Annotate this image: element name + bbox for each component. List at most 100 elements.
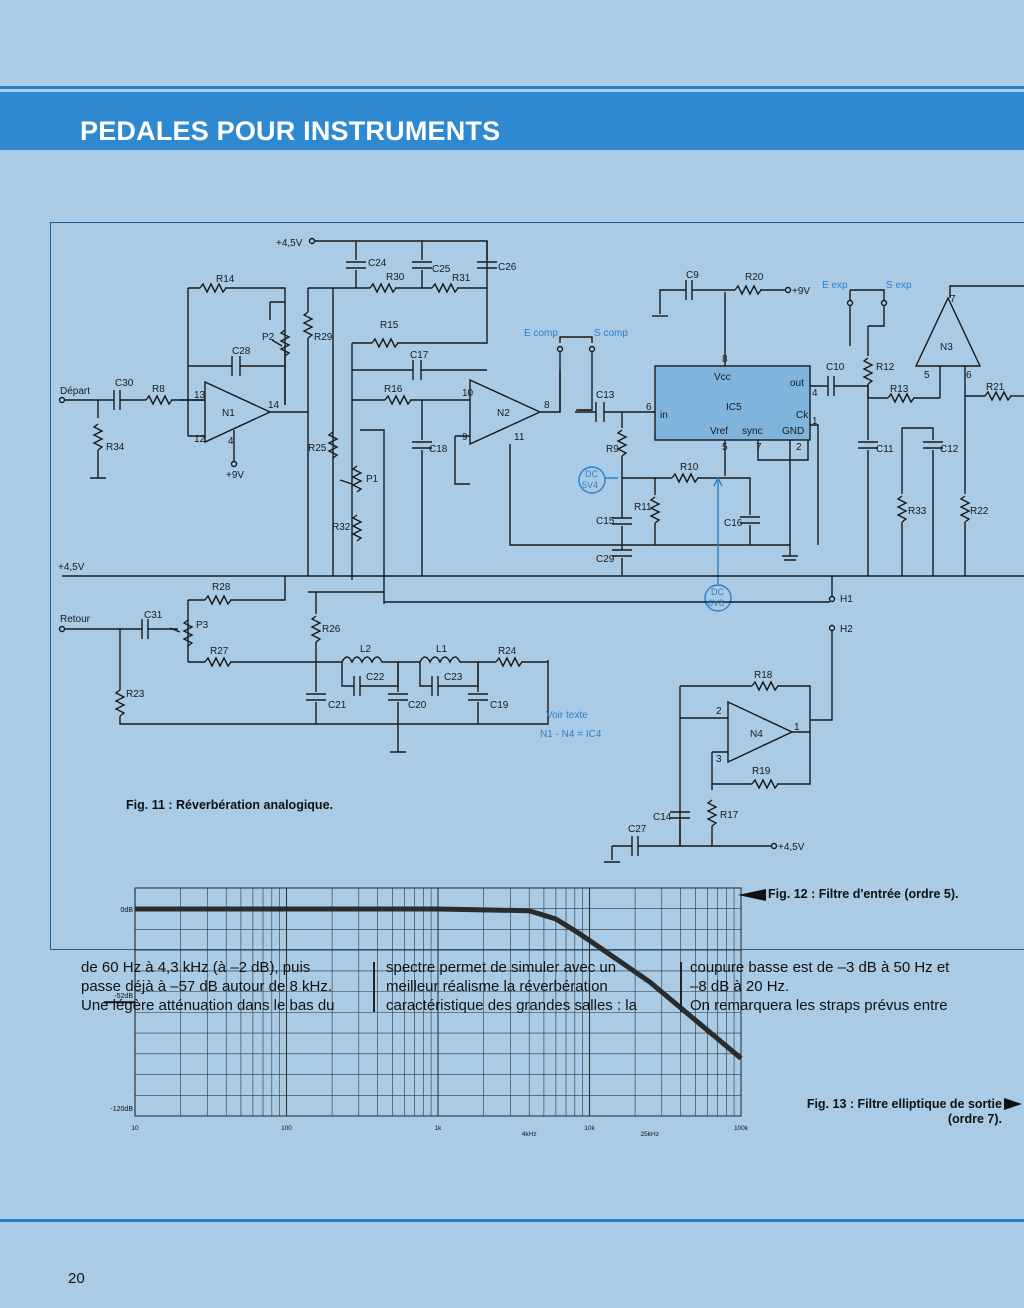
label-voir-texte: Voir texte bbox=[546, 710, 588, 721]
label-c19: C19 bbox=[490, 700, 509, 711]
label-pin-4-ic: 4 bbox=[812, 388, 818, 399]
label-pin-3-n4: 3 bbox=[716, 754, 722, 765]
fig12-caption: Fig. 12 : Filtre d'entrée (ordre 5). bbox=[738, 887, 959, 902]
label-pin-1-ic: 1 bbox=[812, 416, 818, 427]
fig11-caption: Fig. 11 : Réverbération analogique. bbox=[126, 798, 333, 812]
label-r30: R30 bbox=[386, 272, 405, 283]
label-pin-7-n3: 7 bbox=[950, 294, 956, 305]
label-r21: R21 bbox=[986, 382, 1005, 393]
label-n1: N1 bbox=[222, 408, 235, 419]
fig13-arrow bbox=[1004, 1098, 1022, 1110]
label-c14: C14 bbox=[653, 812, 672, 823]
label-pin-13: 13 bbox=[194, 390, 206, 401]
label-v45-top: +4,5V bbox=[276, 238, 303, 249]
label-pin-11: 11 bbox=[514, 432, 525, 443]
label-r20: R20 bbox=[745, 272, 764, 283]
label-n4: N4 bbox=[750, 729, 763, 740]
label-v45-mid: +4,5V bbox=[58, 562, 85, 573]
label-v45-bottom: +4,5V bbox=[778, 842, 805, 853]
label-dc-5v4-a: DC bbox=[585, 469, 598, 479]
label-c23: C23 bbox=[444, 672, 463, 683]
label-c20: C20 bbox=[408, 700, 427, 711]
label-c13: C13 bbox=[596, 390, 615, 401]
label-pin-6-n3: 6 bbox=[966, 370, 972, 381]
label-r24: R24 bbox=[498, 646, 517, 657]
label-vcc: Vcc bbox=[714, 372, 731, 383]
body-column-3: coupure basse est de –3 dB à 50 Hz et–8 … bbox=[690, 959, 950, 1014]
label-gnd: GND bbox=[782, 426, 804, 437]
label-r17: R17 bbox=[720, 810, 739, 821]
fig13-caption: Fig. 13 : Filtre elliptique de sortie (o… bbox=[806, 1097, 1002, 1126]
x-tick-label: 4kHz bbox=[522, 1131, 537, 1138]
label-r29: R29 bbox=[314, 332, 333, 343]
label-depart: Départ bbox=[60, 386, 90, 397]
label-c29: C29 bbox=[596, 554, 615, 565]
label-r22: R22 bbox=[970, 506, 989, 517]
label-pin-10: 10 bbox=[462, 388, 474, 399]
label-r13: R13 bbox=[890, 384, 909, 395]
label-r26: R26 bbox=[322, 624, 341, 635]
y-tick-label: -120dB bbox=[110, 1106, 133, 1113]
label-pin-9: 9 bbox=[462, 432, 468, 443]
label-s-exp: S exp bbox=[886, 280, 912, 291]
x-tick-label: 10k bbox=[584, 1125, 595, 1132]
label-in: in bbox=[660, 410, 668, 421]
label-c11: C11 bbox=[876, 444, 894, 455]
label-c10: C10 bbox=[826, 362, 845, 373]
column-rule-1 bbox=[373, 962, 375, 1012]
y-tick-label: 0dB bbox=[121, 907, 134, 914]
label-c9: C9 bbox=[686, 270, 699, 281]
label-r33: R33 bbox=[908, 506, 927, 517]
label-n2: N2 bbox=[497, 408, 510, 419]
label-c16: C16 bbox=[724, 518, 743, 529]
label-vref: Vref bbox=[710, 426, 728, 437]
label-v9-n1: +9V bbox=[226, 470, 244, 481]
header-banner bbox=[0, 92, 1024, 150]
label-pin-8-n2: 8 bbox=[544, 400, 550, 411]
label-v9-r20: +9V bbox=[792, 286, 810, 297]
x-tick-label: 10 bbox=[131, 1125, 139, 1132]
label-pin-7-ic: 7 bbox=[756, 442, 762, 453]
label-pin-5-ic: 5 bbox=[722, 442, 728, 453]
label-pin-2-ic: 2 bbox=[796, 442, 802, 453]
label-c31: C31 bbox=[144, 610, 163, 621]
label-ck: Ck bbox=[796, 410, 809, 421]
label-pin-8-ic: 8 bbox=[722, 354, 728, 365]
label-c26: C26 bbox=[498, 262, 517, 273]
bottom-rule bbox=[0, 1219, 1024, 1222]
page-title: PEDALES POUR INSTRUMENTS bbox=[80, 116, 501, 146]
x-tick-label: 100 bbox=[281, 1125, 292, 1132]
label-r31: R31 bbox=[452, 273, 471, 284]
label-r25: R25 bbox=[308, 443, 327, 454]
label-pin-12: 12 bbox=[194, 434, 206, 445]
label-c21: C21 bbox=[328, 700, 347, 711]
label-s-comp: S comp bbox=[594, 328, 628, 339]
label-r11: R11 bbox=[634, 502, 652, 513]
label-c30: C30 bbox=[115, 378, 134, 389]
label-ic5: IC5 bbox=[726, 402, 742, 413]
label-n1-n4: N1 - N4 = IC4 bbox=[540, 729, 602, 740]
column-rule-2 bbox=[680, 962, 682, 1012]
label-l1: L1 bbox=[436, 644, 448, 655]
label-n3: N3 bbox=[940, 342, 953, 353]
label-retour: Retour bbox=[60, 614, 91, 625]
label-e-comp: E comp bbox=[524, 328, 558, 339]
page-number: 20 bbox=[68, 1270, 85, 1287]
label-h1: H1 bbox=[840, 594, 853, 605]
label-r32: R32 bbox=[332, 522, 351, 533]
label-r19: R19 bbox=[752, 766, 771, 777]
label-pin-1-n4: 1 bbox=[794, 722, 800, 733]
label-e-exp: E exp bbox=[822, 280, 848, 291]
label-c28: C28 bbox=[232, 346, 251, 357]
label-p1: P1 bbox=[366, 474, 379, 485]
label-c25: C25 bbox=[432, 264, 451, 275]
label-l2: L2 bbox=[360, 644, 372, 655]
label-r18: R18 bbox=[754, 670, 773, 681]
x-tick-label: 1k bbox=[435, 1125, 443, 1132]
x-tick-label: 25kHz bbox=[641, 1131, 659, 1138]
figure-panel bbox=[50, 222, 1024, 950]
label-c24: C24 bbox=[368, 258, 387, 269]
label-pin-4: 4 bbox=[228, 436, 234, 447]
